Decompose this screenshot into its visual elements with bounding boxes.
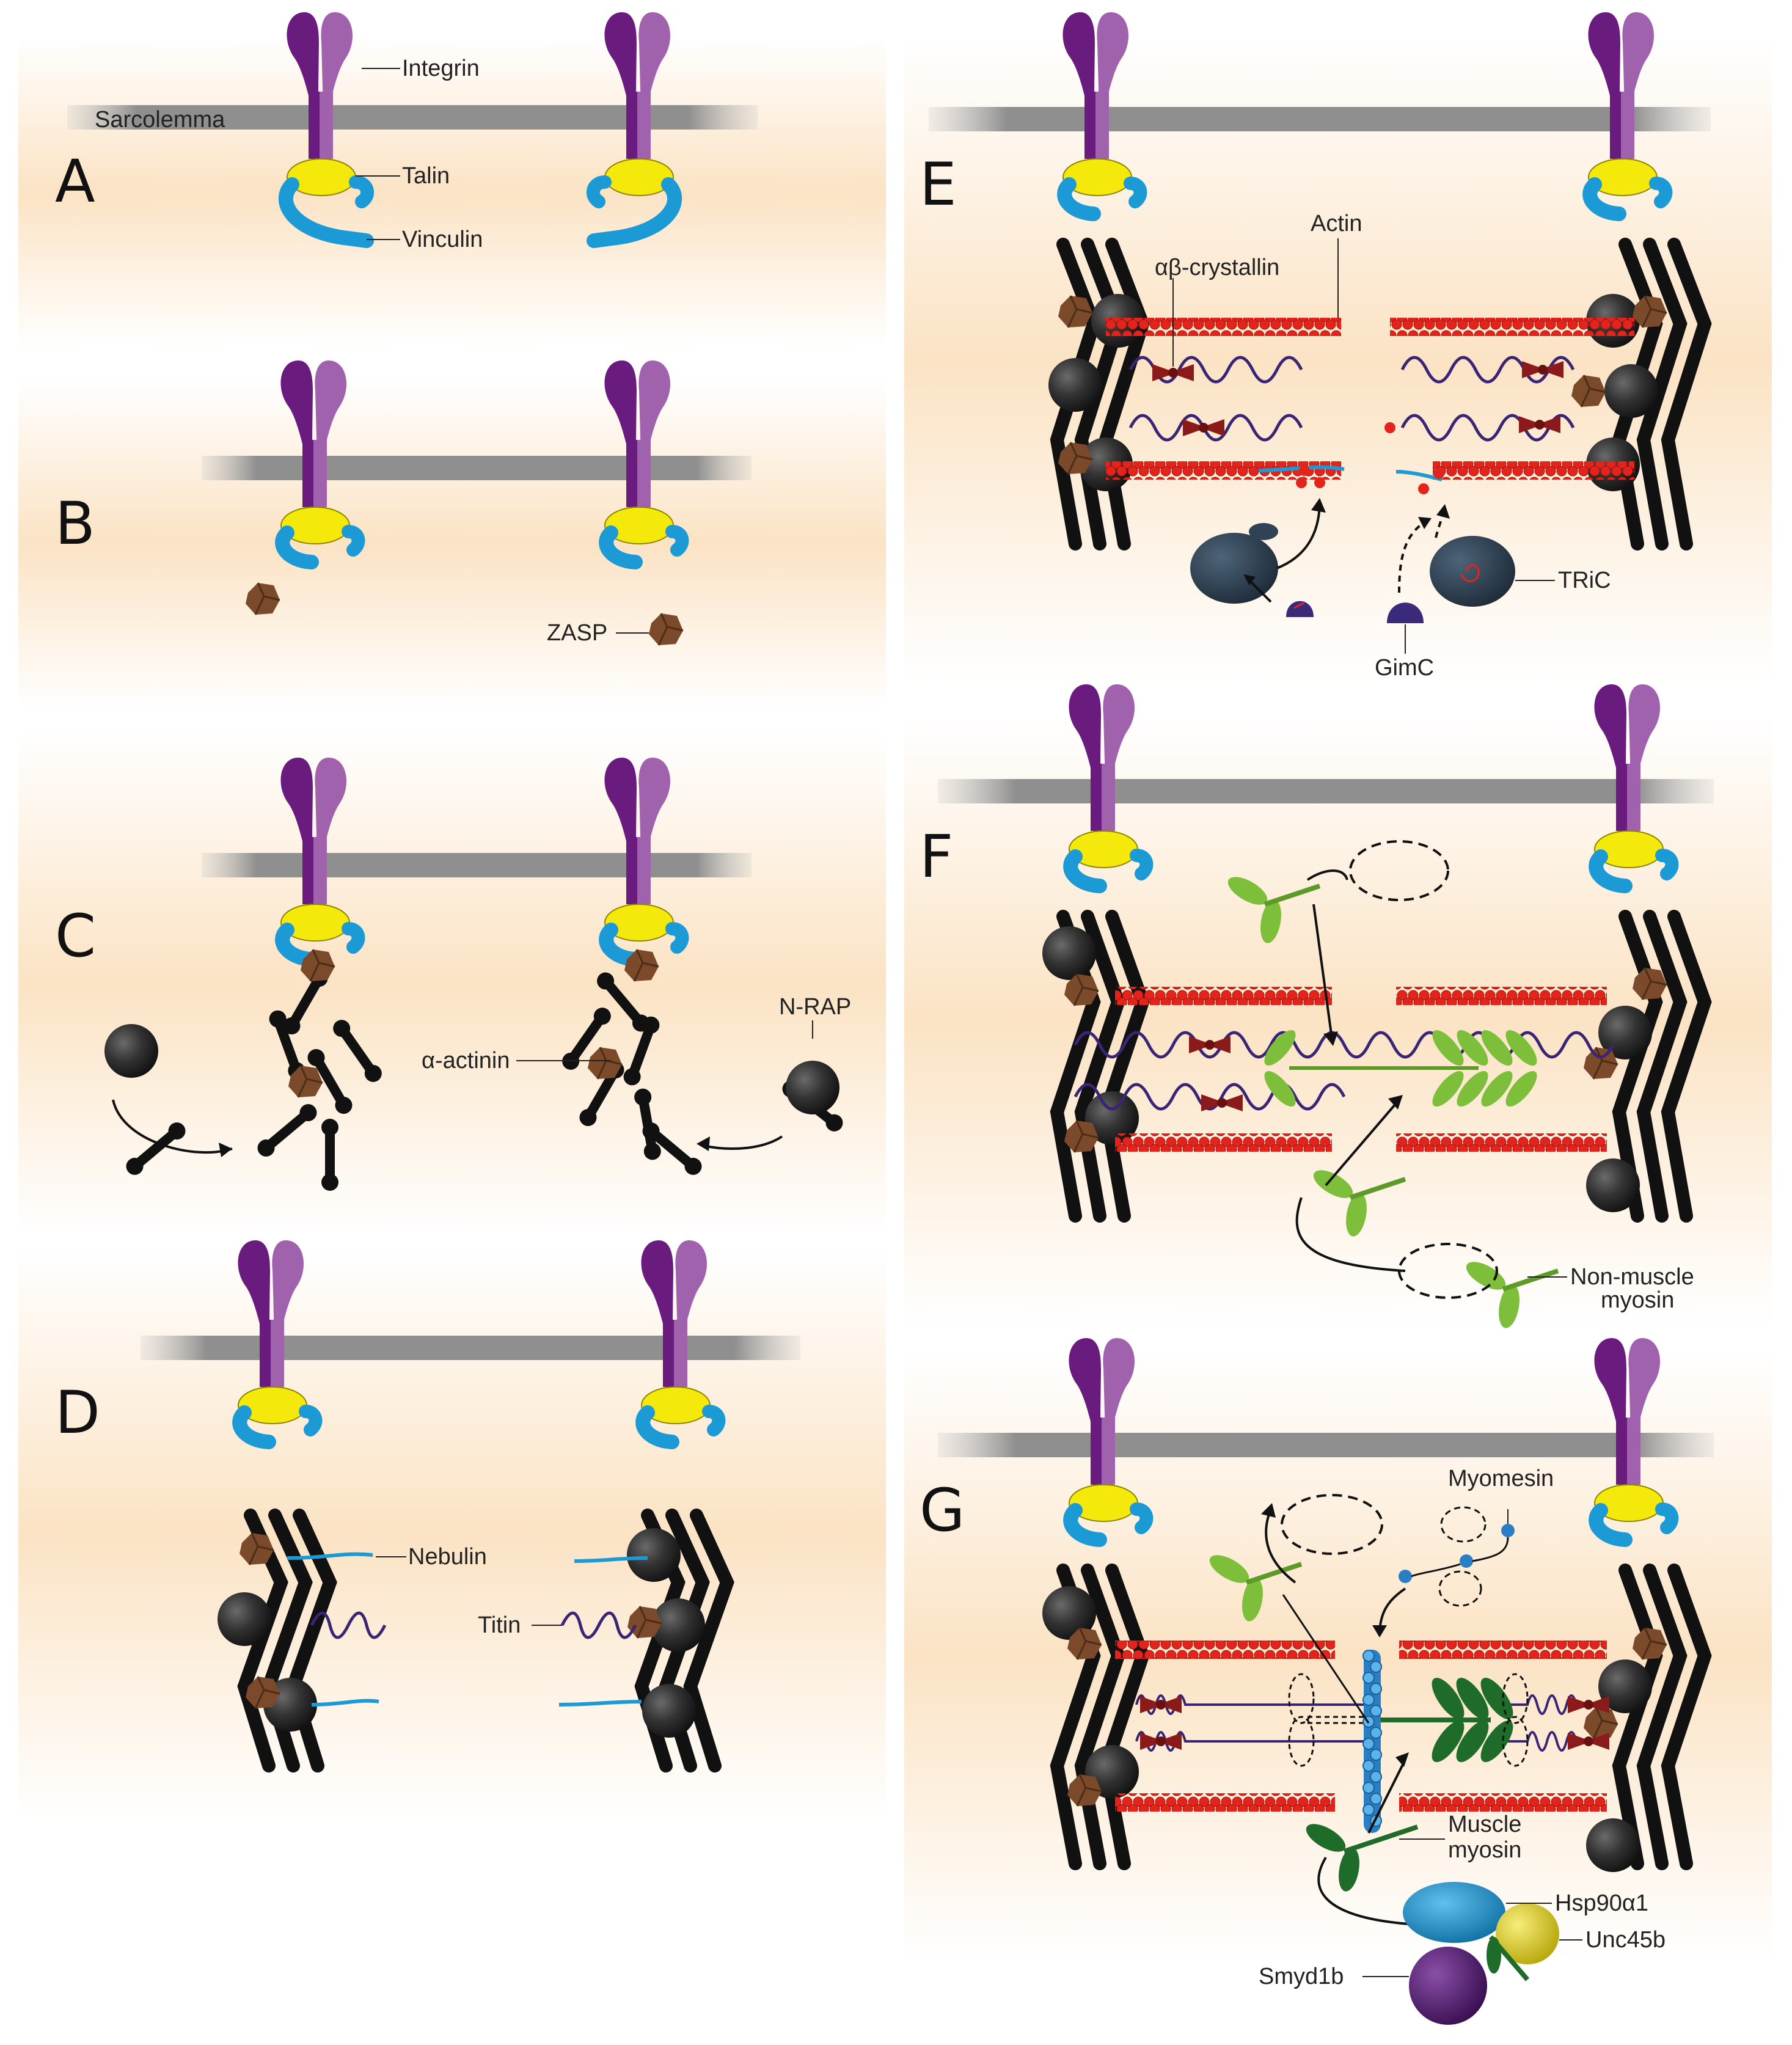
integrin-label: Integrin (402, 56, 480, 81)
panel-B-background (18, 379, 886, 709)
sarcolemma-label: Sarcolemma (95, 107, 225, 133)
alpha-actinin-label: α-actinin (422, 1048, 510, 1074)
panel-letter-A: A (55, 147, 95, 216)
gimc-label: GimC (1375, 655, 1434, 681)
panel-A: Sarcolemma A Integrin Talin Vinculin (55, 12, 758, 252)
nonmuscle-myosin-label-2: myosin (1601, 1287, 1674, 1313)
talin-label: Talin (402, 163, 450, 189)
m-band-myomesin-column (1362, 1650, 1382, 1833)
sarcolemma-B (202, 456, 752, 480)
panel-letter-E: E (920, 150, 957, 219)
actin-label: Actin (1311, 211, 1362, 236)
nebulin-label: Nebulin (408, 1544, 487, 1570)
panel-letter-F: F (920, 822, 953, 891)
nrap-label: N-RAP (779, 994, 851, 1020)
vinculin-label: Vinculin (402, 227, 483, 252)
zasp-label: ZASP (547, 620, 607, 646)
muscle-myosin-label-1: Muscle (1448, 1812, 1521, 1837)
panel-letter-D: D (55, 1378, 100, 1447)
panel-F: F (920, 684, 1714, 1330)
smyd1b-protein (1409, 1947, 1487, 2025)
panel-B: B ZASP (55, 360, 752, 646)
panel-C-background (18, 733, 886, 1234)
panel-G: G (920, 1338, 1714, 2025)
panel-letter-B: B (55, 489, 95, 558)
muscle-myosin-label-2: myosin (1448, 1837, 1521, 1863)
panel-C: C (55, 758, 851, 1191)
panel-D-background (18, 1246, 886, 1821)
panel-letter-C: C (55, 902, 96, 970)
nonmuscle-myosin-label-1: Non-muscle (1570, 1264, 1694, 1290)
hsp90-chaperone (1403, 1882, 1505, 1943)
hsp90-label: Hsp90α1 (1555, 1890, 1648, 1916)
actin-filament (1433, 461, 1634, 480)
unc45b-chaperone (1496, 1903, 1559, 1964)
gimc-chaperone (1387, 602, 1424, 623)
panel-E: E (920, 12, 1712, 681)
actin-filament (1106, 318, 1341, 336)
nrap-molecule (786, 1061, 839, 1114)
panel-letter-G: G (920, 1476, 965, 1545)
tric-label: TRiC (1558, 568, 1611, 593)
muscle-myosin (1306, 1824, 1419, 1892)
ab-crystallin-label: αβ-crystallin (1155, 255, 1279, 280)
panel-D: D Nebulin Titin (55, 1240, 800, 1772)
smyd1b-label: Smyd1b (1259, 1964, 1344, 1989)
tric-chaperonin (1430, 536, 1515, 607)
actin-filament (1390, 318, 1634, 336)
panel-A-background (18, 37, 886, 348)
titin-label: Titin (478, 1612, 521, 1638)
unc45b-label: Unc45b (1585, 1927, 1666, 1953)
myomesin-label: Myomesin (1448, 1466, 1554, 1491)
